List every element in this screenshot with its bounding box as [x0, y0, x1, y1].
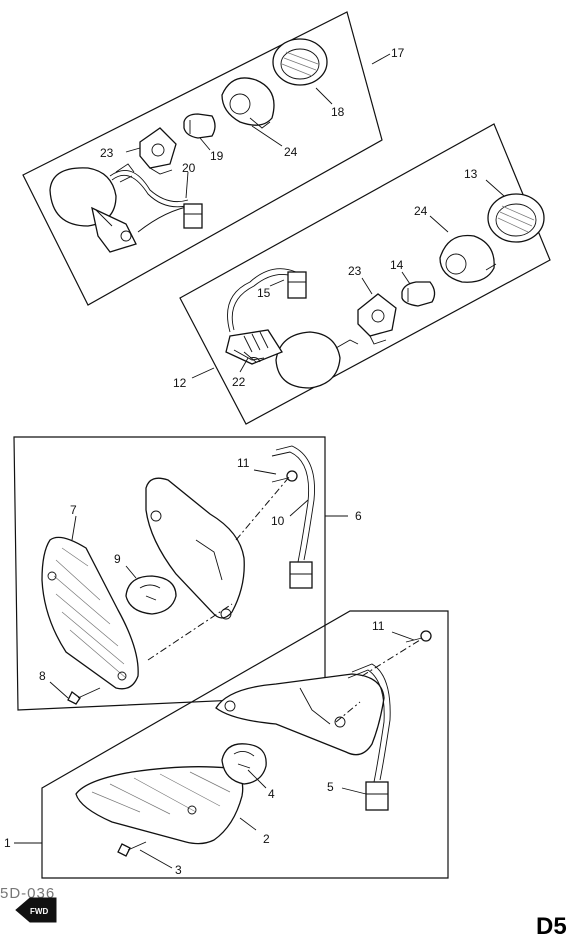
label-17: 17 [391, 46, 405, 60]
label-10: 10 [271, 514, 285, 528]
socket-holder-24-lower [439, 234, 497, 283]
bulb-19 [183, 113, 216, 139]
label-23: 23 [100, 146, 114, 160]
wire-connector-15 [227, 268, 359, 349]
label-11: 11 [372, 619, 385, 633]
fwd-badge: FWD [30, 907, 48, 916]
label-24: 24 [414, 204, 428, 218]
label-20: 20 [182, 161, 196, 175]
label-4: 4 [268, 787, 275, 801]
label-23: 23 [348, 264, 362, 278]
label-13: 13 [464, 167, 478, 181]
label-7: 7 [70, 503, 77, 517]
screw-11-front [271, 470, 298, 483]
panel-assembly-12: 13 24 14 23 15 12 22 [173, 123, 551, 425]
bolt-8 [67, 687, 101, 705]
panel-assembly-17: 17 18 24 19 23 20 [22, 11, 405, 306]
bulb-14 [401, 281, 436, 307]
label-12: 12 [173, 376, 187, 390]
housing-rear-variant [215, 673, 385, 756]
socket-23-lower [357, 293, 397, 345]
lens-ring-18 [272, 38, 328, 86]
label-8: 8 [39, 669, 46, 683]
diagram-footer: 5D-036 FWD D5 [0, 885, 567, 934]
lens-7 [41, 536, 139, 690]
label-14: 14 [390, 258, 404, 272]
label-1: 1 [4, 836, 11, 850]
bolt-3 [117, 841, 147, 857]
lens-ring-13 [487, 193, 545, 243]
label-24: 24 [284, 145, 298, 159]
page-label: D5 [536, 913, 567, 934]
bulb-9 [125, 575, 177, 615]
housing-front [145, 477, 245, 620]
lamp-body-top [49, 167, 137, 253]
panel-assembly-6: 7 9 11 10 6 8 [13, 436, 362, 711]
bulb-4 [221, 743, 267, 785]
wire-harness-5 [347, 663, 391, 811]
label-18: 18 [331, 105, 345, 119]
panel-assembly-1: 11 4 5 2 1 3 [4, 610, 449, 879]
socket-holder-24-top [221, 77, 275, 129]
label-19: 19 [210, 149, 224, 163]
screw-11-rear [405, 630, 432, 643]
label-6: 6 [355, 509, 362, 523]
label-11: 11 [237, 456, 250, 470]
label-9: 9 [114, 552, 121, 566]
lamp-body-lower [225, 329, 341, 389]
fwd-arrow-icon: FWD [15, 897, 57, 923]
label-22: 22 [232, 375, 246, 389]
wire-harness-10 [271, 445, 315, 589]
socket-23-top [139, 127, 177, 175]
label-3: 3 [175, 863, 182, 877]
lens-2 [75, 766, 244, 845]
label-2: 2 [263, 832, 270, 846]
label-5: 5 [327, 780, 334, 794]
label-15: 15 [257, 286, 271, 300]
wire-connector-20 [109, 163, 203, 233]
